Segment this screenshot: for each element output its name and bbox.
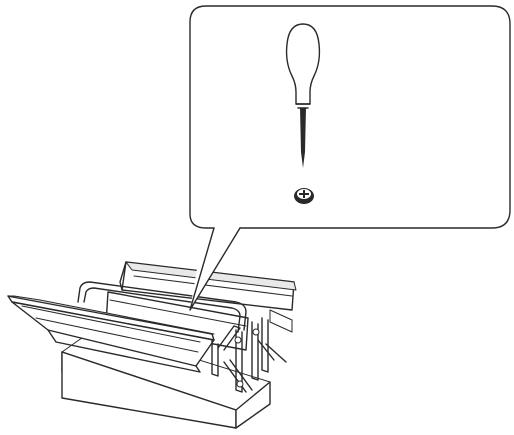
screwdriver-icon: [285, 23, 321, 168]
toolbox: [7, 261, 297, 429]
toolbox-body: [61, 327, 271, 429]
toolbox-front-tray: [7, 295, 215, 373]
toolbox-handle: [77, 281, 247, 333]
toolbox-hinge-arms: [211, 309, 293, 393]
callout-bubble: [189, 5, 511, 311]
phillips-screw-icon: [294, 188, 314, 204]
